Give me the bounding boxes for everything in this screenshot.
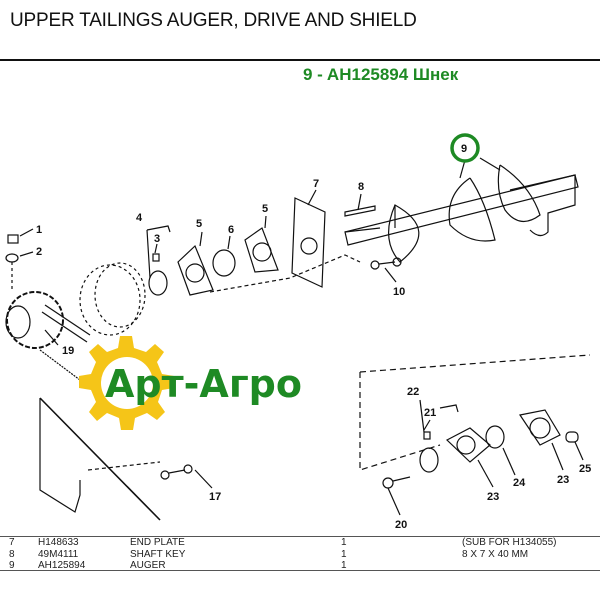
- setscrew-part-21: [423, 431, 431, 440]
- gear-icon: [79, 336, 174, 430]
- part-quantity: 1: [341, 560, 347, 571]
- item-number: 8: [9, 548, 15, 560]
- callout-5b[interactable]: 5: [262, 203, 268, 215]
- item-number: 7: [9, 537, 15, 548]
- part-quantity: 1: [341, 548, 347, 560]
- callout-10[interactable]: 10: [393, 286, 405, 298]
- callout-23b[interactable]: 23: [557, 474, 569, 486]
- callout-21[interactable]: 21: [424, 407, 436, 419]
- collar-part-22: [419, 447, 439, 473]
- callout-17[interactable]: 17: [209, 491, 221, 503]
- table-row[interactable]: 8 49M4111 SHAFT KEY 1 8 X 7 X 40 MM: [0, 549, 600, 561]
- part-number: 49M4111: [38, 548, 79, 560]
- shield: [39, 398, 81, 513]
- bushing-part-25: [565, 431, 579, 443]
- callout-23a[interactable]: 23: [487, 491, 499, 503]
- table-row[interactable]: 9 AH125894 AUGER 1: [0, 560, 600, 572]
- flange-part-23a: [445, 427, 491, 463]
- callout-6[interactable]: 6: [228, 224, 234, 236]
- flange-part-5b: [244, 227, 279, 273]
- end-plate-part-7: [291, 197, 326, 288]
- part-quantity: 1: [341, 537, 347, 548]
- diagram-linework: [5, 157, 591, 521]
- auger-part-9: [344, 164, 579, 263]
- parts-table: 7 H148633 END PLATE 1 (SUB FOR H134055) …: [0, 537, 600, 572]
- bearing-part-24: [485, 425, 505, 449]
- bolt-part-17: [160, 464, 193, 480]
- flange-part-5a: [177, 244, 214, 296]
- parts-table-top-rule: [0, 536, 600, 537]
- table-row[interactable]: 7 H148633 END PLATE 1 (SUB FOR H134055): [0, 537, 600, 549]
- callout-5a[interactable]: 5: [196, 218, 202, 230]
- part-description: AUGER: [130, 560, 166, 571]
- callout-22[interactable]: 22: [407, 386, 419, 398]
- shaft-key-part-8: [344, 205, 376, 217]
- parts-table-bottom-rule: [0, 570, 600, 571]
- part-remarks: (SUB FOR H134055): [462, 537, 557, 548]
- bolt-part-20: [382, 476, 411, 489]
- flange-part-23b: [519, 409, 561, 446]
- callout-24[interactable]: 24: [513, 477, 526, 489]
- sprocket-part-19: [5, 291, 64, 349]
- setscrew-part-3: [152, 253, 160, 262]
- collar-part-4: [148, 270, 168, 296]
- callout-9[interactable]: 9: [461, 143, 467, 155]
- highlight-ring: [450, 133, 480, 163]
- part-remarks: 8 X 7 X 40 MM: [462, 548, 529, 560]
- callout-20[interactable]: 20: [395, 519, 407, 531]
- highlighted-part-label: 9 - AH125894 Шнек: [303, 65, 459, 84]
- watermark-text: Арт-Агро: [105, 362, 302, 406]
- item-number: 9: [9, 560, 15, 571]
- callout-1[interactable]: 1: [36, 224, 42, 236]
- callout-2[interactable]: 2: [36, 246, 42, 258]
- page-title: UPPER TAILINGS AUGER, DRIVE AND SHIELD: [10, 10, 417, 31]
- title-divider: [0, 59, 600, 61]
- callout-7[interactable]: 7: [313, 178, 319, 190]
- callout-19[interactable]: 19: [62, 345, 74, 357]
- washer-part-2: [5, 253, 19, 263]
- bolt-part-1: [7, 234, 19, 244]
- part-description: END PLATE: [130, 537, 185, 548]
- callout-3[interactable]: 3: [154, 233, 160, 245]
- bolt-part-10: [370, 257, 402, 270]
- part-number: AH125894: [38, 560, 86, 571]
- part-description: SHAFT KEY: [130, 548, 186, 560]
- bearing-part-6: [212, 249, 236, 277]
- callout-8[interactable]: 8: [358, 181, 364, 193]
- part-number: H148633: [38, 537, 79, 548]
- callout-4[interactable]: 4: [136, 212, 143, 224]
- callout-25[interactable]: 25: [579, 463, 591, 475]
